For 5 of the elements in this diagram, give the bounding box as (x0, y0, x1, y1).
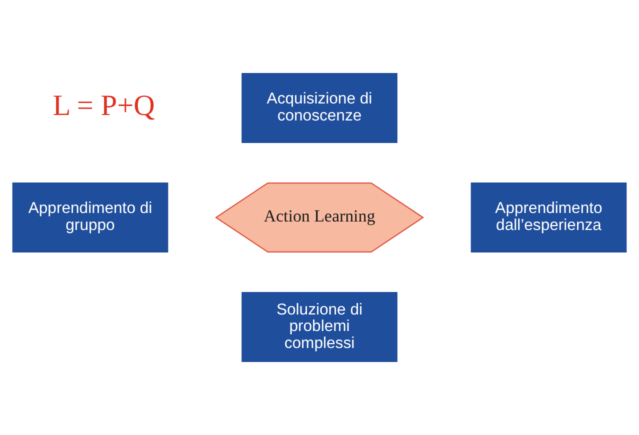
node-box: Soluzione di problemi complessi (242, 292, 398, 362)
node-box: Apprendimento di gruppo (12, 182, 168, 252)
label: L = P+Q (52, 90, 155, 122)
node-box: Apprendimento dall’esperienza (470, 182, 627, 252)
node-box: Acquisizione di conoscenze (242, 72, 398, 143)
